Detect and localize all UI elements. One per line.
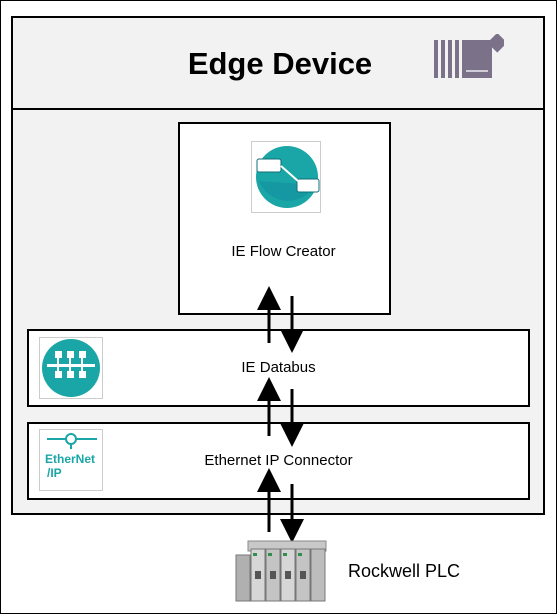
- flow-creator-label: IE Flow Creator: [231, 243, 336, 260]
- ethernet-text-line2: /IP: [47, 466, 62, 480]
- plc-hardware-icon: [235, 540, 327, 602]
- databus-icon: [39, 337, 103, 399]
- plc-label: Rockwell PLC: [348, 561, 461, 581]
- edge-device-icon: [434, 34, 504, 78]
- edge-device-title: Edge Device: [187, 46, 373, 81]
- ethernet-text-line1: EtherNet: [45, 452, 95, 466]
- flow-creator-icon: [251, 141, 321, 213]
- databus-label: IE Databus: [241, 359, 316, 376]
- connector-label: Ethernet IP Connector: [204, 452, 353, 469]
- ethernet-ip-icon: EtherNet /IP: [39, 429, 103, 491]
